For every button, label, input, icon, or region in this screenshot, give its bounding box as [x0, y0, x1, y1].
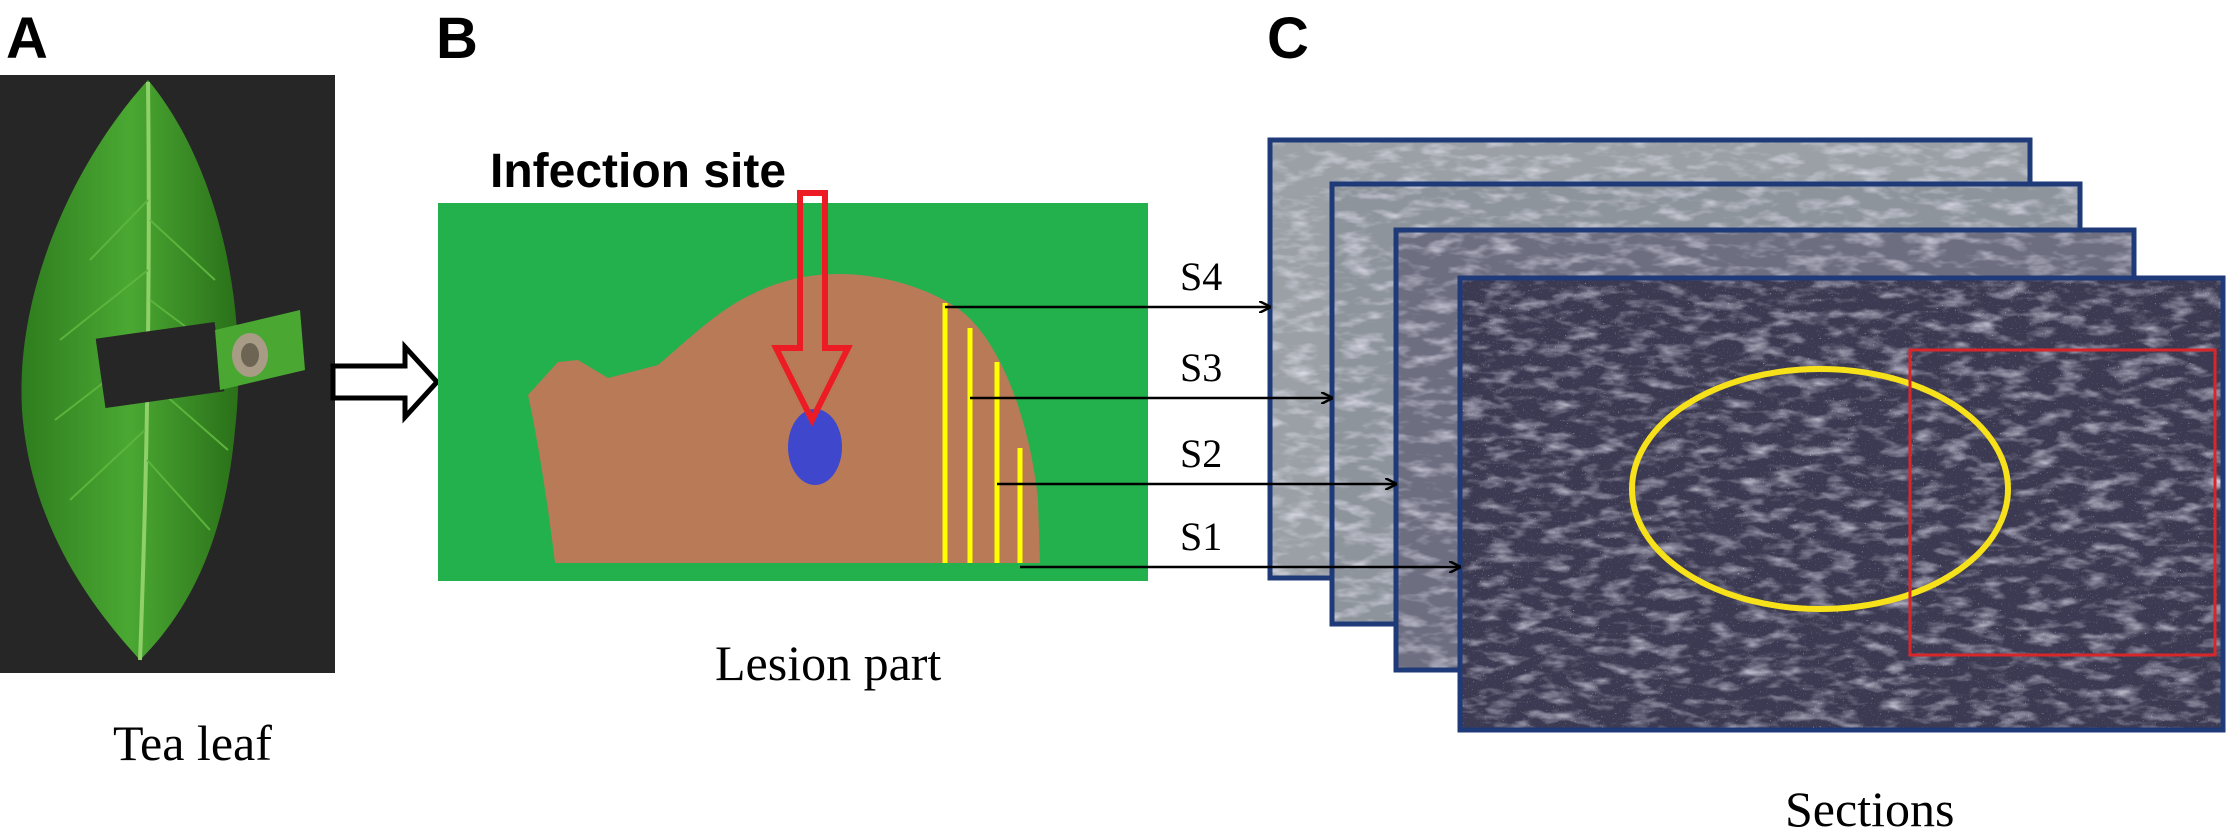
section-label-s4: S4 — [1180, 254, 1222, 299]
section-frame-s1 — [1457, 275, 2226, 733]
infection-dot — [788, 409, 842, 485]
panel-a-letter: A — [6, 6, 48, 71]
tea-leaf-photo — [0, 75, 335, 673]
highlight-box — [1908, 348, 2217, 657]
panel-c-caption: Sections — [1785, 781, 1954, 835]
section-arrows — [945, 307, 1460, 567]
infection-arrow-icon — [771, 190, 853, 427]
section-label-s3: S3 — [1180, 345, 1222, 390]
section-label-s1: S1 — [1180, 514, 1222, 559]
panel-c-letter: C — [1267, 6, 1309, 71]
panel-a-caption: Tea leaf — [113, 715, 272, 771]
section-cut-lines — [942, 303, 1023, 563]
panel-b-caption: Lesion part — [715, 635, 941, 691]
hollow-arrow-icon — [330, 340, 441, 424]
infection-site-label: Infection site — [490, 145, 786, 198]
lesion-diagram — [438, 190, 1148, 581]
lesion-ellipse — [1629, 366, 2011, 612]
panel-b-letter: B — [436, 6, 478, 71]
section-label-s2: S2 — [1180, 431, 1222, 476]
